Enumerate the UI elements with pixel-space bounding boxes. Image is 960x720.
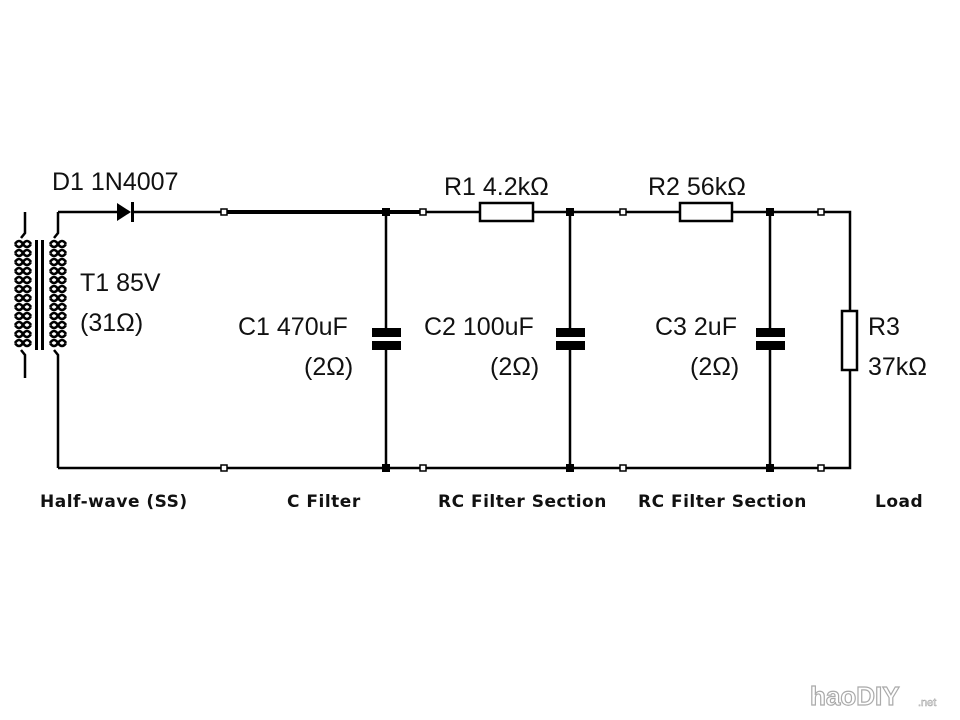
coil-turn bbox=[48, 320, 68, 330]
capacitor-c1 bbox=[372, 208, 401, 472]
coil-turn bbox=[48, 329, 68, 339]
label-r3-ref: R3 bbox=[868, 313, 900, 341]
label-t1-voltage: T1 85V bbox=[80, 269, 161, 297]
coil-turn bbox=[13, 338, 33, 348]
terminal-2-bottom bbox=[419, 464, 427, 472]
coil-turn bbox=[13, 293, 33, 303]
coil-turn bbox=[13, 257, 33, 267]
terminal-4-top bbox=[817, 208, 825, 216]
label-c2-esr: (2Ω) bbox=[490, 353, 539, 381]
junction-dot bbox=[382, 208, 390, 216]
capacitor-c2 bbox=[556, 208, 585, 472]
diode-triangle bbox=[117, 203, 131, 221]
label-r1: R1 4.2kΩ bbox=[444, 173, 549, 201]
section-label-load: Load bbox=[875, 492, 923, 512]
coil-turn bbox=[48, 266, 68, 276]
terminal-2-top bbox=[419, 208, 427, 216]
coil-turn bbox=[48, 338, 68, 348]
primary-bottom-lead bbox=[20, 349, 27, 378]
junction-dot bbox=[766, 208, 774, 216]
junction-dot bbox=[566, 208, 574, 216]
label-r2: R2 56kΩ bbox=[648, 173, 746, 201]
coil-turn bbox=[13, 248, 33, 258]
label-d1: D1 1N4007 bbox=[52, 168, 178, 196]
label-t1-resistance: (31Ω) bbox=[80, 309, 143, 337]
diode-bar bbox=[131, 202, 134, 222]
coil-turn bbox=[13, 284, 33, 294]
coil-turn bbox=[48, 275, 68, 285]
coil-turn bbox=[48, 239, 68, 249]
wire-r3-out bbox=[824, 370, 852, 470]
label-c3-value: C3 2uF bbox=[655, 313, 737, 341]
wire-to-r3 bbox=[824, 210, 852, 311]
coil-turn bbox=[48, 311, 68, 321]
section-label-rc-filter-1: RC Filter Section bbox=[438, 492, 607, 512]
primary-coil bbox=[13, 239, 33, 348]
terminal-1-top bbox=[220, 208, 228, 216]
junction-dot bbox=[382, 464, 390, 472]
capacitor-c3 bbox=[756, 208, 785, 472]
secondary-top-lead bbox=[53, 212, 60, 239]
label-r3-value: 37kΩ bbox=[868, 353, 927, 381]
transformer-t1 bbox=[13, 212, 68, 468]
section-label-half-wave: Half-wave (SS) bbox=[40, 492, 188, 512]
coil-turn bbox=[48, 248, 68, 258]
section-label-c-filter: C Filter bbox=[287, 492, 361, 512]
core-bar-1 bbox=[35, 240, 38, 350]
watermark-logo: haoDIY bbox=[810, 681, 900, 711]
coil-turn bbox=[48, 284, 68, 294]
label-c1-esr: (2Ω) bbox=[304, 353, 353, 381]
section-label-rc-filter-2: RC Filter Section bbox=[638, 492, 807, 512]
primary-top-lead bbox=[20, 212, 27, 239]
terminal-4-bottom bbox=[817, 464, 825, 472]
resistor-r1 bbox=[478, 201, 535, 223]
coil-turn bbox=[48, 257, 68, 267]
label-c3-esr: (2Ω) bbox=[690, 353, 739, 381]
watermark-suffix: .net bbox=[918, 697, 936, 709]
label-c1-value: C1 470uF bbox=[238, 313, 348, 341]
secondary-bottom-lead bbox=[53, 349, 60, 468]
watermark: haoDIY .net bbox=[809, 680, 936, 711]
resistor-r2 bbox=[678, 201, 734, 223]
coil-turn bbox=[13, 275, 33, 285]
resistor-r3 bbox=[840, 309, 859, 372]
terminal-3-top bbox=[619, 208, 627, 216]
core-bar-2 bbox=[41, 240, 44, 350]
coil-turn bbox=[13, 311, 33, 321]
coil-turn bbox=[13, 239, 33, 249]
secondary-coil bbox=[48, 239, 68, 348]
label-c2-value: C2 100uF bbox=[424, 313, 534, 341]
junction-dot bbox=[566, 464, 574, 472]
terminal-3-bottom bbox=[619, 464, 627, 472]
coil-turn bbox=[13, 302, 33, 312]
diode-d1 bbox=[117, 202, 134, 222]
junction-dot bbox=[766, 464, 774, 472]
terminal-1-bottom bbox=[220, 464, 228, 472]
coil-turn bbox=[13, 329, 33, 339]
coil-turn bbox=[13, 266, 33, 276]
coil-turn bbox=[13, 320, 33, 330]
coil-turn bbox=[48, 302, 68, 312]
coil-turn bbox=[48, 293, 68, 303]
